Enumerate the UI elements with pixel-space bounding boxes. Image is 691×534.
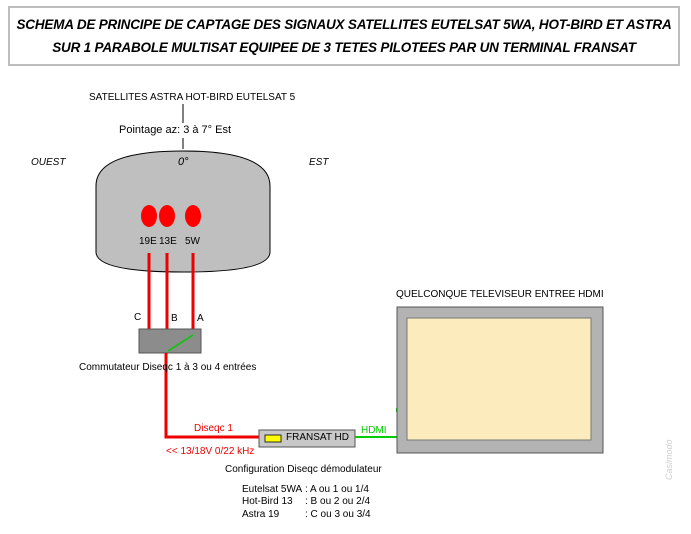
config-row-value-1: : B ou 2 ou 2/4	[305, 496, 371, 507]
switch-label: Commutateur Diseqc 1 à 3 ou 4 entrées	[79, 362, 257, 373]
switch-input-a: A	[197, 313, 204, 324]
config-row-name-0: Eutelsat 5WA	[242, 484, 303, 495]
pointing-label: Pointage az: 3 à 7° Est	[119, 124, 232, 136]
cable-switch-to-receiver	[164, 353, 262, 439]
config-title: Configuration Diseqc démodulateur	[225, 464, 382, 475]
tv-label: QUELCONQUE TELEVISEUR ENTREE HDMI	[396, 289, 604, 300]
voltage-label: << 13/18V 0/22 kHz	[166, 446, 255, 457]
config-row-value-0: : A ou 1 ou 1/4	[305, 484, 369, 495]
switch-input-b: B	[171, 313, 178, 324]
title-line-1: SCHEMA DE PRINCIPE DE CAPTAGE DES SIGNAU…	[16, 17, 672, 32]
receiver-label: FRANSAT HD	[286, 432, 349, 443]
lnb-label-13e: 13E	[159, 236, 177, 247]
lnb-head-13e	[159, 205, 175, 227]
lnb-head-5w	[185, 205, 201, 227]
tv-screen	[406, 317, 592, 441]
zero-degree-label: 0°	[178, 156, 189, 168]
lnb-label-19e: 19E	[139, 236, 157, 247]
watermark: Casimodo	[664, 439, 674, 480]
dish-shape	[95, 150, 271, 273]
east-label: EST	[309, 157, 329, 168]
hdmi-label: HDMI	[361, 425, 387, 436]
diseqc-label: Diseqc 1	[194, 423, 233, 434]
config-row-name-1: Hot-Bird 13	[242, 496, 293, 507]
title-line-2: SUR 1 PARABOLE MULTISAT EQUIPEE DE 3 TET…	[52, 40, 636, 55]
switch-selector-line	[167, 334, 194, 352]
config-row-value-2: : C ou 3 ou 3/4	[305, 509, 371, 520]
config-row-name-2: Astra 19	[242, 509, 280, 520]
west-label: OUEST	[31, 157, 66, 168]
fransat-receiver-box	[258, 429, 356, 448]
switch-input-c: C	[134, 312, 142, 323]
title-box: SCHEMA DE PRINCIPE DE CAPTAGE DES SIGNAU…	[8, 6, 680, 66]
satellites-label: SATELLITES ASTRA HOT-BIRD EUTELSAT 5	[89, 92, 296, 103]
lnb-label-5w: 5W	[185, 236, 200, 247]
receiver-display-indicator	[264, 434, 282, 443]
lnb-head-19e	[141, 205, 157, 227]
